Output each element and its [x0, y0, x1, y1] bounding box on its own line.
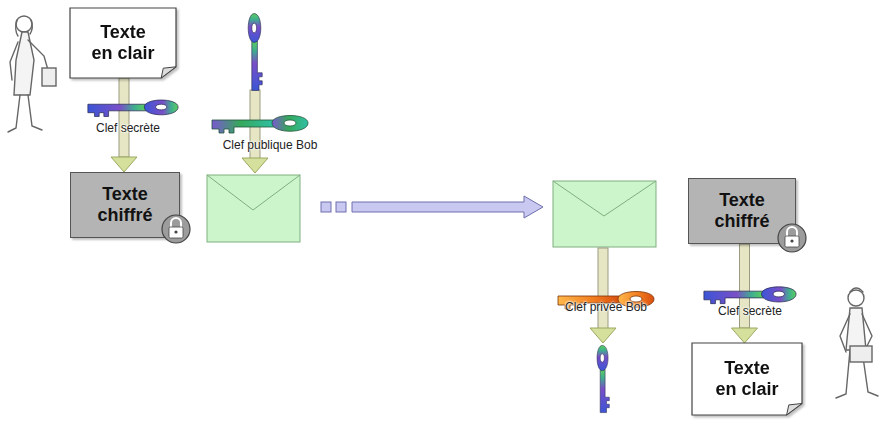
ciphertext-box: Texte chiffré: [70, 172, 180, 238]
arrow-head: [242, 158, 268, 173]
transfer-arrow: [321, 196, 543, 218]
key-label: Clef secrète: [695, 304, 805, 318]
key-stem: [598, 248, 608, 330]
arrow-head: [590, 328, 616, 343]
node-text: Texte chiffré: [707, 190, 777, 232]
arrow-connector: [111, 78, 137, 172]
node-text: Texte en clair: [712, 358, 782, 400]
key-label: Clef privée Bob: [546, 300, 666, 314]
document-fold: [161, 67, 176, 78]
arrow-head: [732, 328, 758, 343]
node-text-group: Texte en clair: [88, 22, 158, 64]
node-text-group: Texte en clair: [712, 358, 782, 400]
secret-key: [88, 100, 178, 116]
envelope: [207, 175, 300, 242]
plaintext-document: Texte en clair: [692, 343, 802, 415]
bob-figure: [836, 288, 878, 398]
key-stem: [740, 244, 750, 328]
key-stem: [119, 78, 129, 157]
arrow-connector: [732, 244, 758, 343]
node-text-group: Texte chiffré: [707, 190, 777, 232]
secret-key: [597, 345, 609, 412]
ciphertext-box: Texte chiffré: [688, 178, 796, 244]
node-text: Texte en clair: [88, 22, 158, 64]
document-body: [70, 8, 176, 78]
key-label: Clef secrète: [73, 121, 183, 135]
alice-figure: [8, 16, 56, 132]
document-body: [692, 343, 802, 415]
envelope: [553, 181, 656, 247]
key-label: Clef publique Bob: [200, 138, 340, 152]
node-text: Texte chiffré: [90, 184, 160, 226]
plaintext-document: Texte en clair: [70, 8, 176, 78]
arrow-head: [111, 157, 137, 172]
node-text-group: Texte chiffré: [90, 184, 160, 226]
document-fold: [787, 403, 802, 415]
secret-key: [704, 287, 796, 304]
secret-key: [248, 14, 262, 91]
public-key: [212, 116, 308, 134]
